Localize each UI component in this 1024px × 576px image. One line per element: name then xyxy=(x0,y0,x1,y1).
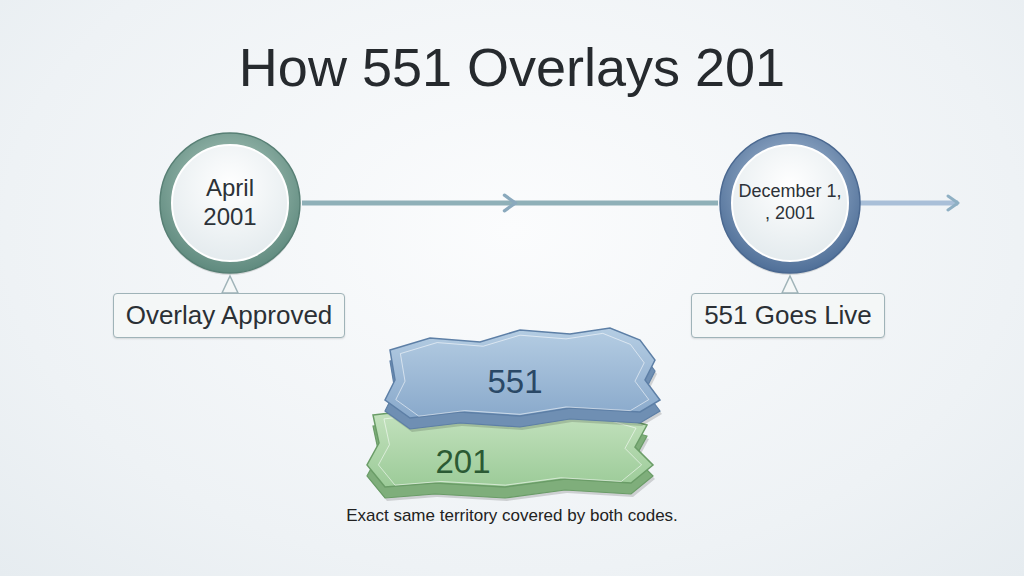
timeline-lead xyxy=(62,201,160,206)
milestone-caption: 551 Goes Live xyxy=(692,294,884,337)
milestone-label: Overlay Approved xyxy=(113,293,346,338)
area-code: 551 xyxy=(487,363,542,401)
callout-pointer xyxy=(782,276,798,293)
milestone-circle: April 2001 xyxy=(158,131,302,275)
area-code: 201 xyxy=(435,443,490,481)
milestone-circle: December 1, , 2001 xyxy=(718,131,862,275)
milestone-date: December 1, , 2001 xyxy=(736,181,844,224)
timeline-connector xyxy=(302,201,718,206)
milestone-label: 551 Goes Live xyxy=(691,293,885,338)
timeline-tail xyxy=(860,201,958,206)
milestone-date: April 2001 xyxy=(185,174,275,232)
diagram-title: How 551 Overlays 201 xyxy=(0,36,1024,98)
callout-pointer xyxy=(222,276,238,293)
diagram-caption: Exact same territory covered by both cod… xyxy=(0,506,1024,526)
milestone-caption: Overlay Approved xyxy=(114,294,345,337)
region-shape: 551 xyxy=(370,320,670,440)
